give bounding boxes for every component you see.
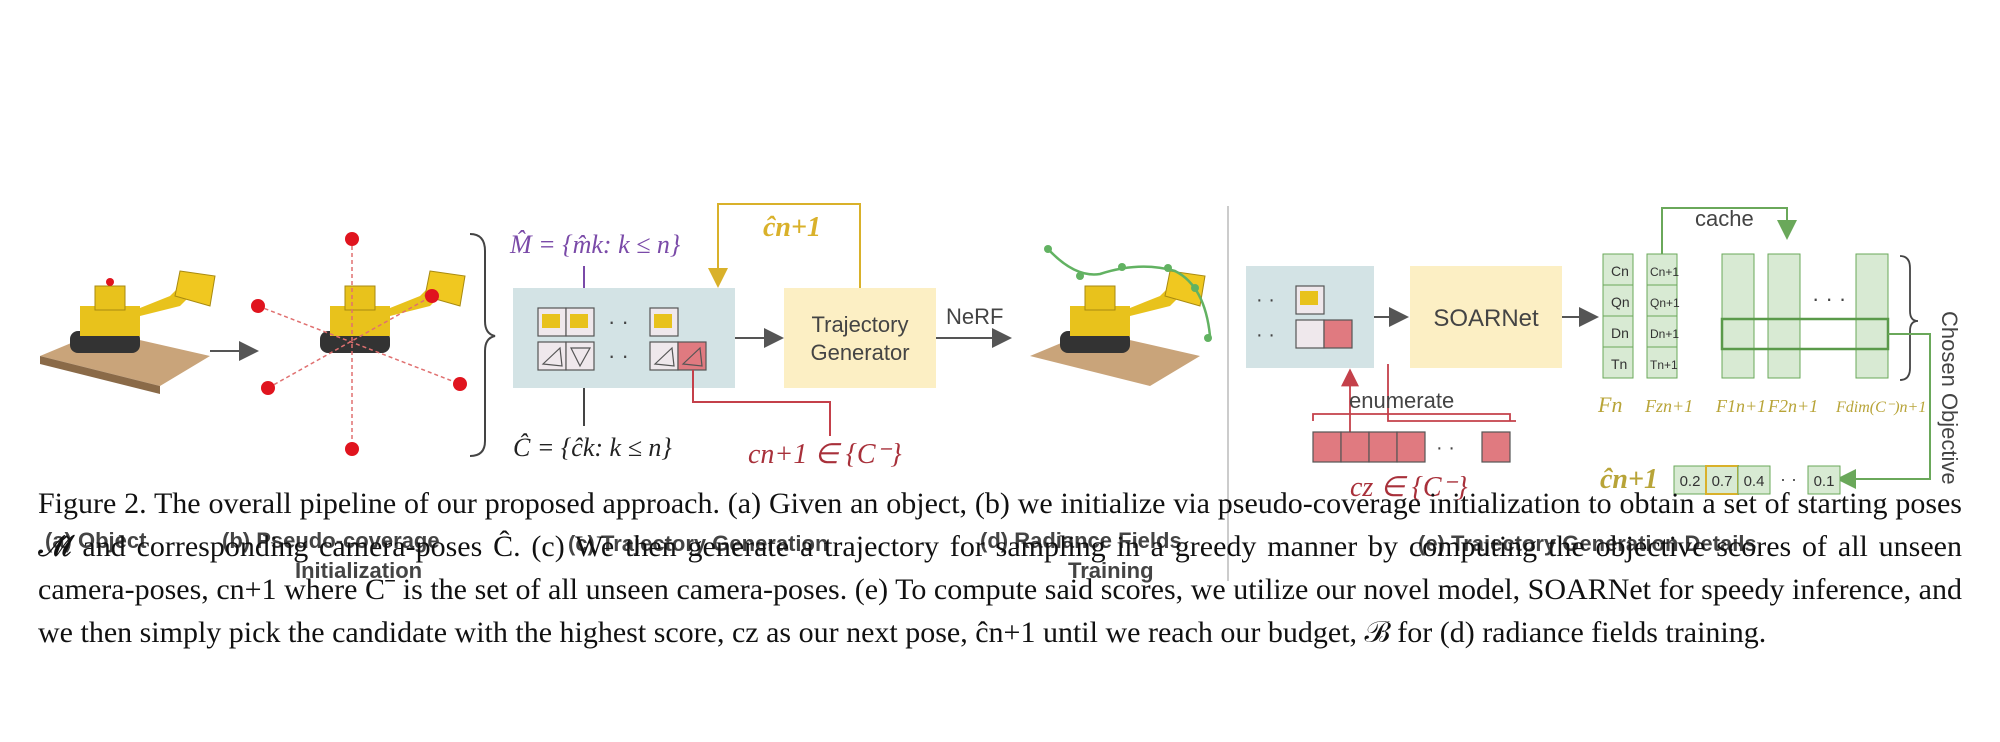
feat-n1-0: Cn+1 — [1650, 265, 1679, 279]
candidate-panel — [1246, 266, 1374, 368]
nerf-label: NeRF — [946, 304, 1003, 329]
chosen-objective-label: Chosen Objective — [1937, 311, 1962, 485]
feat-n-2: Dn — [1611, 325, 1629, 341]
objective-arrow — [1836, 333, 1931, 489]
camera-set-panel — [513, 288, 735, 388]
ellipsis: · · — [1256, 289, 1275, 311]
score-3: 0.1 — [1814, 473, 1835, 490]
label-e: (e) Trajectory Generation Details — [1418, 531, 1757, 556]
enumerate-label: enumerate — [1349, 388, 1454, 413]
trajectory-path — [1047, 248, 1212, 337]
bulldozer-object-d — [1030, 270, 1206, 386]
ellipsis: · · — [1436, 437, 1455, 459]
feature-column-n1 — [1646, 253, 1678, 379]
bulldozer-object-a — [40, 270, 216, 394]
feat-n-3: Tn — [1611, 356, 1627, 372]
trajectory-points — [1044, 245, 1212, 342]
fz-label: Fzn+1 — [1644, 396, 1693, 416]
figure-caption: Figure 2. The overall pipeline of our pr… — [38, 482, 1962, 654]
label-a: (a) Object — [45, 528, 147, 553]
label-d-1: (d) Radiance Fields — [980, 528, 1182, 553]
soarnet-box — [1410, 266, 1562, 368]
feature-column-n — [1602, 253, 1634, 379]
candidate-label: cn+1 ∈ {C⁻} — [748, 439, 902, 470]
feat-n1-1: Qn+1 — [1650, 296, 1680, 310]
bulldozer-object-b — [320, 270, 466, 353]
enumerated-candidates — [1312, 431, 1511, 463]
pose-dots — [251, 232, 467, 456]
caption-figure-label: Figure 2. — [38, 487, 147, 520]
brace — [469, 233, 496, 457]
label-b-2: Initialization — [295, 558, 422, 583]
ellipsis: · · — [1780, 469, 1797, 489]
ellipsis: · · · — [1812, 286, 1846, 311]
f1-label: F1n+1 — [1715, 396, 1766, 416]
camera-grid — [537, 307, 707, 371]
set-c-label: Ĉ = {ĉk: k ≤ n} — [513, 433, 672, 462]
coverage-axes — [257, 239, 461, 449]
label-d-2: Training — [1068, 558, 1154, 583]
feat-n-0: Cn — [1611, 263, 1629, 279]
score-2: 0.4 — [1744, 473, 1765, 490]
f2-label: F2n+1 — [1767, 396, 1818, 416]
feat-n1-3: Tn+1 — [1650, 358, 1678, 372]
cz-label: cz ∈ {C⁻} — [1350, 472, 1468, 503]
generator-label-1: Trajectory — [812, 312, 909, 337]
feedback-loop — [708, 203, 861, 288]
label-b-1: (b) Pseudo-coverage — [222, 528, 440, 553]
feature-stack — [1721, 253, 1889, 379]
next-pose-label: ĉn+1 — [763, 212, 821, 243]
set-m-label: M̂ = {m̂k: k ≤ n} — [509, 230, 681, 259]
soarnet-label: SOARNet — [1433, 305, 1539, 332]
score-0: 0.2 — [1680, 473, 1701, 490]
ellipsis: · · — [608, 309, 629, 334]
feat-n1-2: Dn+1 — [1650, 327, 1679, 341]
caption-text: The overall pipeline of our proposed app… — [38, 487, 1962, 649]
c-hat-label: ĉn+1 — [1600, 464, 1658, 495]
cache-arrow — [1661, 207, 1797, 254]
label-c: (c) Trajectory Generation — [568, 531, 828, 556]
generator-label-2: Generator — [810, 340, 909, 365]
score-cells — [1673, 465, 1841, 495]
fn-label: Fn — [1597, 392, 1622, 417]
score-1: 0.7 — [1712, 473, 1733, 490]
trajectory-generator-box — [784, 288, 936, 388]
cache-label: cache — [1695, 206, 1754, 231]
candidate-cells — [1295, 285, 1353, 349]
fdim-label: Fdim(C⁻)n+1 — [1835, 399, 1926, 416]
ellipsis: · · — [608, 343, 629, 368]
ellipsis: · · — [1256, 324, 1275, 346]
candidate-line — [692, 370, 831, 436]
feat-n-1: Qn — [1611, 294, 1630, 310]
enumerate-bracket — [1387, 364, 1516, 422]
feature-brace — [1899, 255, 1919, 381]
